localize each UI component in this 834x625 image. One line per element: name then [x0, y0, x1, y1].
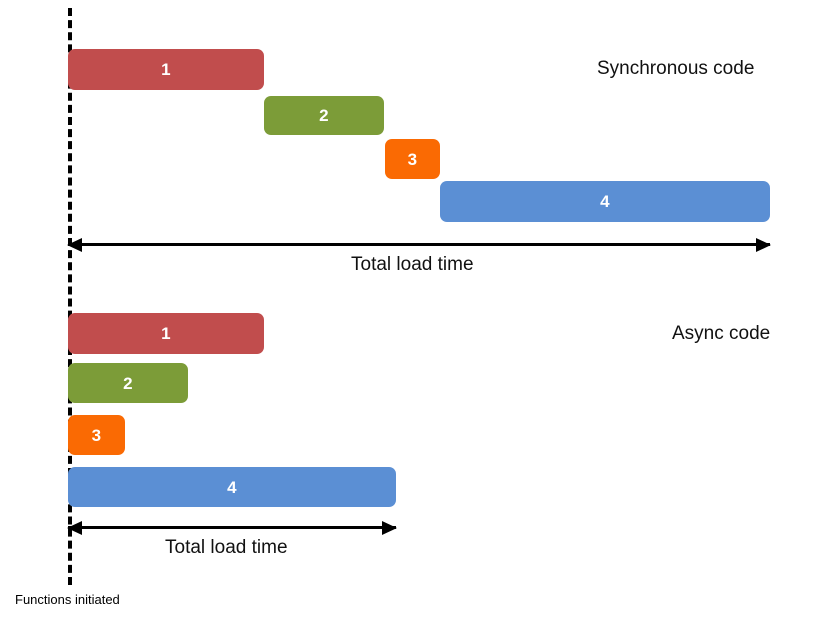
bar-label: 2 — [319, 106, 329, 125]
axis-label-async-total-load-time: Total load time — [165, 537, 288, 558]
arrow-left-icon — [67, 520, 82, 535]
arrow-right-icon — [382, 520, 397, 535]
arrow-left-icon — [67, 237, 82, 252]
bar-async-task-3: 3 — [68, 415, 125, 455]
bar-async-task-2: 2 — [68, 363, 188, 403]
bar-sync-task-4: 4 — [440, 181, 770, 222]
bar-sync-task-3: 3 — [385, 139, 440, 179]
section-label-synchronous: Synchronous code — [597, 58, 755, 79]
bar-label: 4 — [600, 192, 610, 211]
arrow-right-icon — [756, 237, 771, 252]
bar-label: 1 — [161, 60, 171, 79]
axis-sync-total-load-time — [67, 237, 771, 252]
bar-async-task-1: 1 — [68, 313, 264, 354]
bar-sync-task-1: 1 — [68, 49, 264, 90]
bar-label: 1 — [161, 324, 171, 343]
bar-label: 4 — [227, 477, 237, 497]
axis-label-sync-total-load-time: Total load time — [351, 254, 474, 275]
bar-async-task-4: 4 — [68, 467, 396, 507]
bar-sync-task-2: 2 — [264, 96, 384, 135]
bar-label: 3 — [407, 149, 418, 169]
functions-initiated-label: Functions initiated — [15, 592, 120, 607]
section-label-async: Async code — [672, 323, 771, 344]
functions-initiated-line — [68, 8, 72, 585]
axis-async-total-load-time — [67, 520, 397, 535]
bar-label: 3 — [91, 425, 102, 445]
bar-label: 2 — [123, 373, 133, 393]
